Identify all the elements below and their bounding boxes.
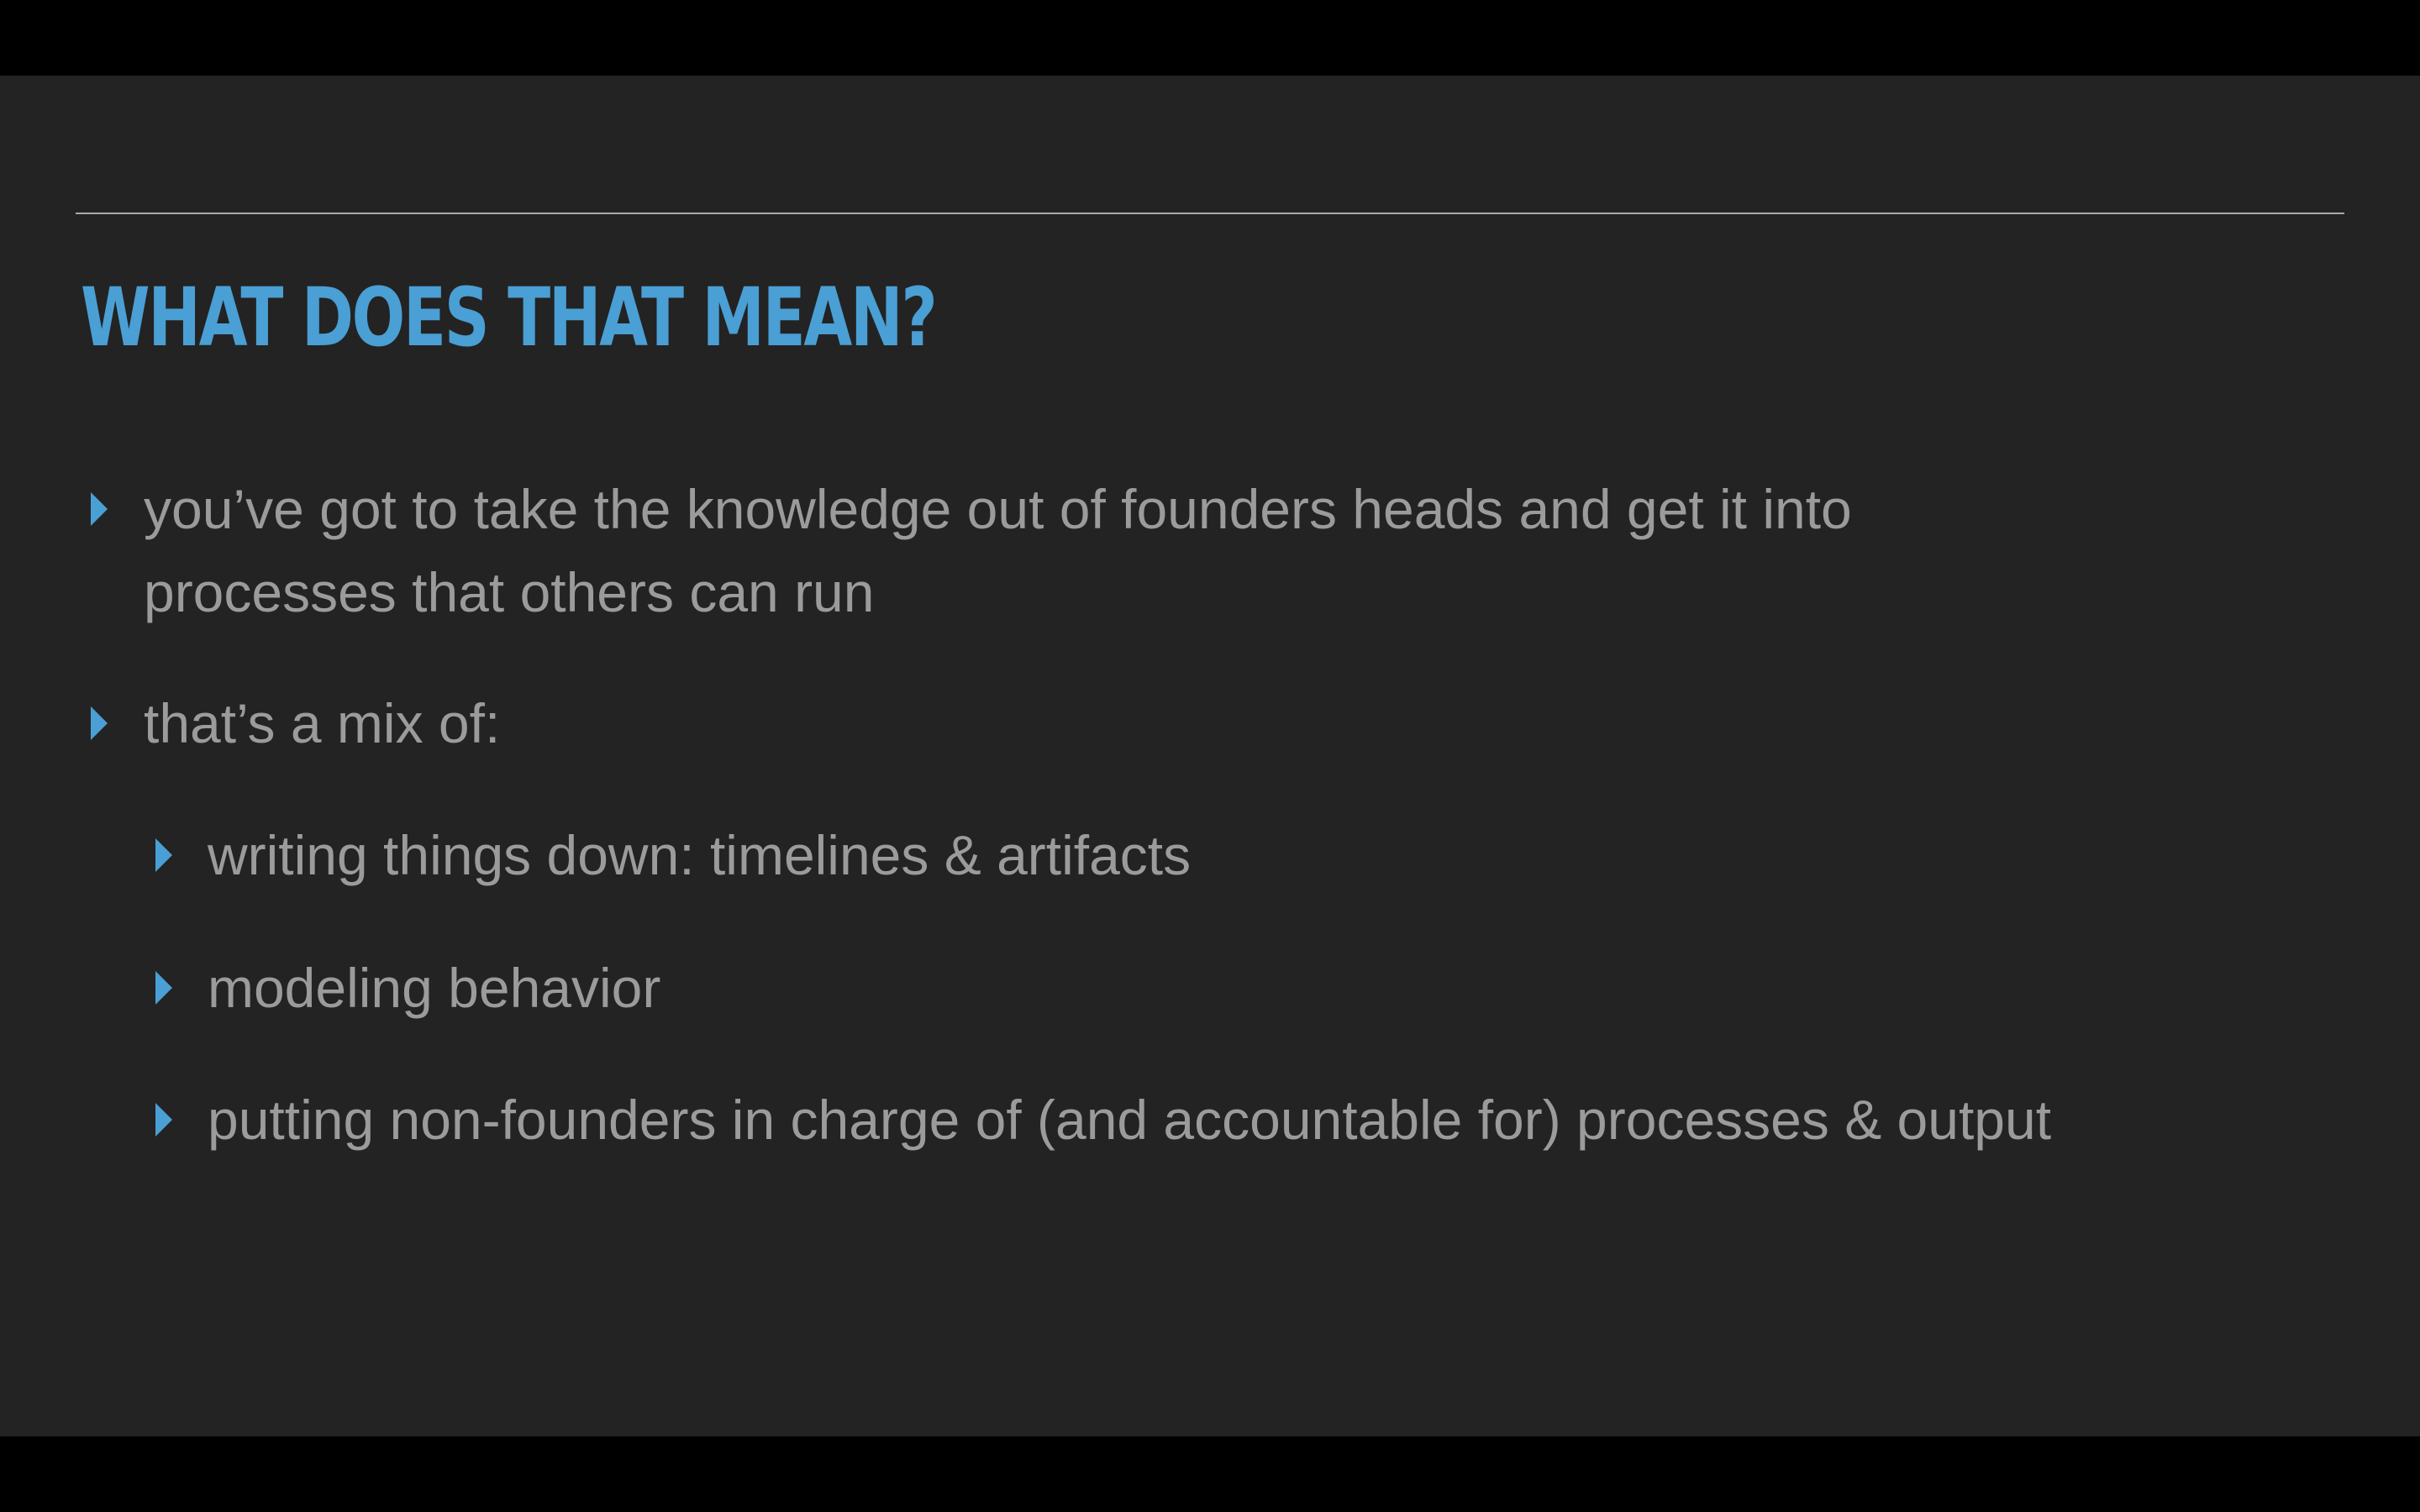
sub-bullet-1: writing things down: timelines & artifac… <box>208 824 1192 886</box>
triangle-right-icon <box>91 706 108 740</box>
slide-title: WHAT DOES THAT MEAN? <box>81 270 938 365</box>
triangle-right-icon <box>155 971 172 1005</box>
triangle-right-icon <box>91 492 108 526</box>
triangle-right-icon <box>155 1103 172 1137</box>
sub-bullet-2: modeling behavior <box>208 957 661 1019</box>
letterbox-top <box>0 0 2420 76</box>
letterbox-bottom <box>0 1436 2420 1512</box>
slide: WHAT DOES THAT MEAN? you’ve got to take … <box>0 76 2420 1436</box>
sub-bullet-3: putting non-founders in charge of (and a… <box>208 1089 2052 1151</box>
bullet-2: that’s a mix of: <box>144 692 501 754</box>
bullet-1-line-1: you’ve got to take the knowledge out of … <box>144 478 1852 540</box>
triangle-right-icon <box>155 838 172 872</box>
title-rule <box>76 213 2344 214</box>
bullet-1-line-2: processes that others can run <box>144 561 875 623</box>
